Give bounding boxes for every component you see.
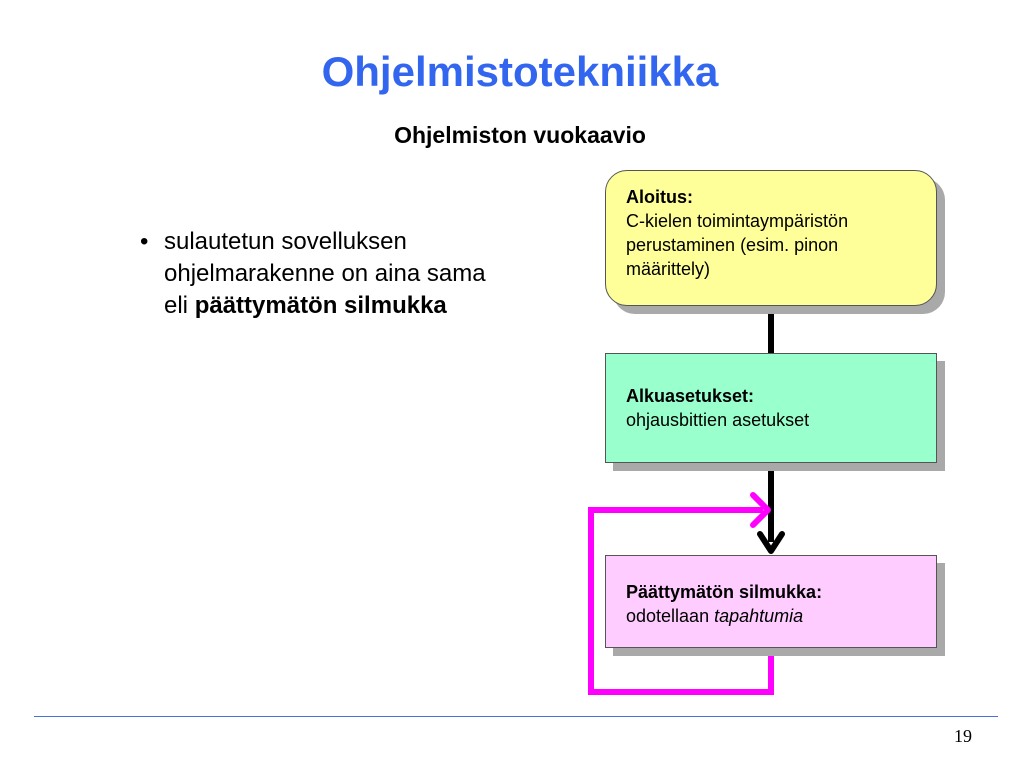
page-number: 19 bbox=[954, 726, 972, 746]
start-box-heading: Aloitus: bbox=[626, 187, 693, 207]
start-box-body: C-kielen toimintaympäristön perustaminen… bbox=[626, 211, 849, 279]
start-box: Aloitus: C-kielen toimintaympäristön per… bbox=[605, 170, 937, 306]
slide-subtitle: Ohjelmiston vuokaavio bbox=[394, 122, 646, 148]
loop-box: Päättymätön silmukka: odotellaan tapahtu… bbox=[605, 555, 937, 648]
loop-box-body-italic: tapahtumia bbox=[714, 606, 804, 626]
init-box: Alkuasetukset: ohjausbittien asetukset bbox=[605, 353, 937, 463]
footer-divider bbox=[34, 716, 998, 717]
loop-back-arrowhead bbox=[750, 492, 771, 528]
init-box-heading: Alkuasetukset: bbox=[626, 386, 755, 406]
loop-back-arrow bbox=[588, 507, 774, 695]
bullet-item: • sulautetun sovelluksen ohjelmarakenne … bbox=[140, 226, 500, 322]
loop-box-heading: Päättymätön silmukka: bbox=[626, 582, 823, 602]
arrowhead-init-to-loop bbox=[757, 531, 785, 554]
bullet-text: sulautetun sovelluksen ohjelmarakenne on… bbox=[164, 226, 500, 322]
slide-title: Ohjelmistotekniikka bbox=[321, 48, 719, 95]
loop-box-body: odotellaan tapahtumia bbox=[626, 604, 918, 628]
init-box-body: ohjausbittien asetukset bbox=[626, 410, 810, 430]
bullet-text-bold: päättymätön silmukka bbox=[194, 292, 447, 319]
loop-box-body-plain: odotellaan bbox=[626, 606, 715, 626]
bullet-marker: • bbox=[140, 228, 149, 255]
bullet-text-plain: sulautetun sovelluksen ohjelmarakenne on… bbox=[164, 228, 486, 319]
